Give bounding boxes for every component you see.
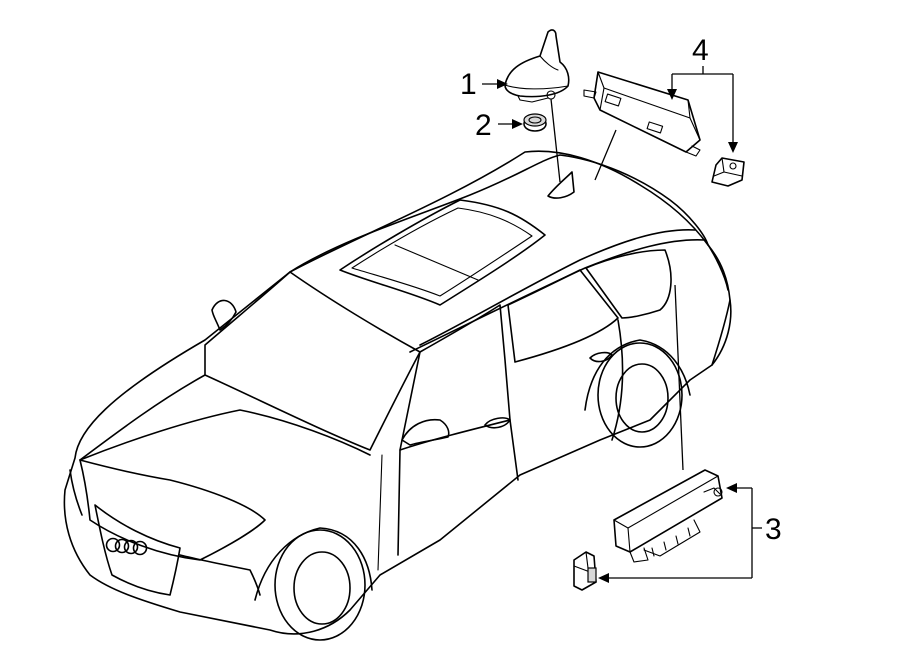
callout-1: 1 (460, 68, 477, 101)
roof-control-module-part (583, 71, 701, 157)
roof-antenna-part (504, 29, 570, 103)
vehicle-illustration (63, 150, 732, 641)
receiver-module-part (613, 469, 723, 563)
logo-rings-icon (105, 537, 148, 556)
callout-4: 4 (692, 34, 709, 67)
leader-lines (482, 66, 762, 583)
module-connector-part (573, 551, 597, 591)
module-bracket-part (711, 157, 745, 187)
antenna-grommet-part (523, 113, 547, 132)
callout-2: 2 (475, 109, 492, 142)
callout-3: 3 (765, 513, 782, 546)
